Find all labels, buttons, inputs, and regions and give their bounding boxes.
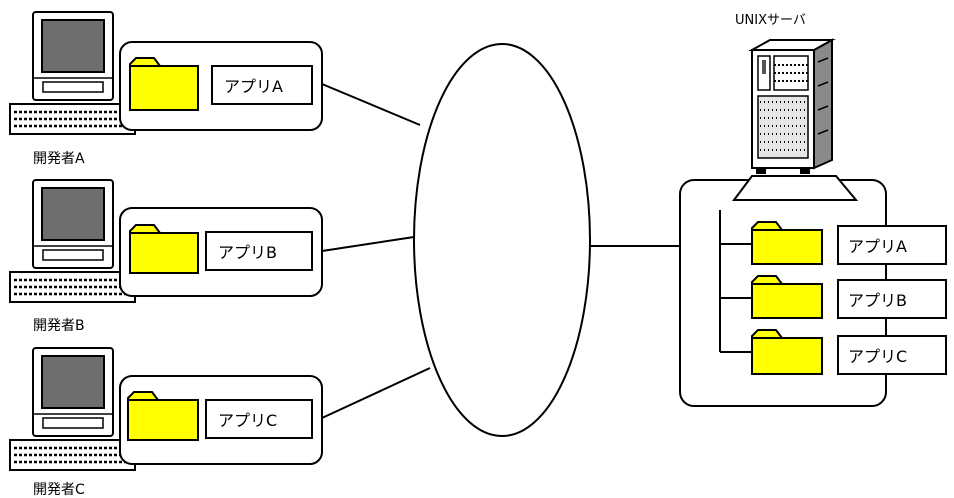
folder-icon	[751, 329, 823, 375]
app-label: アプリA	[848, 237, 907, 256]
app-box	[837, 279, 947, 319]
app-box	[205, 399, 313, 439]
connector-developer-a	[321, 83, 421, 126]
developer-name: 開発者C	[33, 482, 85, 498]
network-ellipse	[413, 43, 591, 437]
computer-icon	[9, 179, 136, 303]
server-title: UNIXサーバ	[735, 13, 806, 28]
developer-b-station: アプリB 開発者B	[9, 179, 323, 334]
developer-name: 開発者B	[33, 318, 85, 334]
developer-name: 開発者A	[33, 151, 85, 167]
server-app-c: アプリC	[751, 329, 947, 375]
folder-icon	[129, 57, 199, 111]
app-box	[211, 65, 313, 105]
app-box	[837, 335, 947, 375]
server-app-b: アプリB	[751, 275, 947, 319]
app-label: アプリB	[848, 291, 907, 310]
app-box	[205, 231, 313, 271]
folder-icon	[129, 224, 199, 274]
app-box	[837, 225, 947, 265]
connector-developer-c	[321, 367, 431, 419]
developer-a-station: アプリA 開発者A	[9, 11, 323, 167]
app-label: アプリC	[218, 411, 277, 430]
server-app-a: アプリA	[751, 221, 947, 265]
folder-icon	[127, 391, 199, 441]
server-base	[732, 175, 859, 201]
app-label: アプリC	[848, 347, 907, 366]
developer-c-station: アプリC 開発者C	[9, 347, 323, 498]
computer-icon	[9, 347, 136, 471]
folder-icon	[751, 221, 823, 265]
app-label: アプリA	[224, 77, 283, 96]
folder-icon	[751, 275, 823, 319]
app-label: アプリB	[218, 243, 277, 262]
server-tower-icon	[748, 38, 836, 174]
computer-icon	[9, 11, 136, 135]
connector-developer-b	[321, 236, 415, 252]
